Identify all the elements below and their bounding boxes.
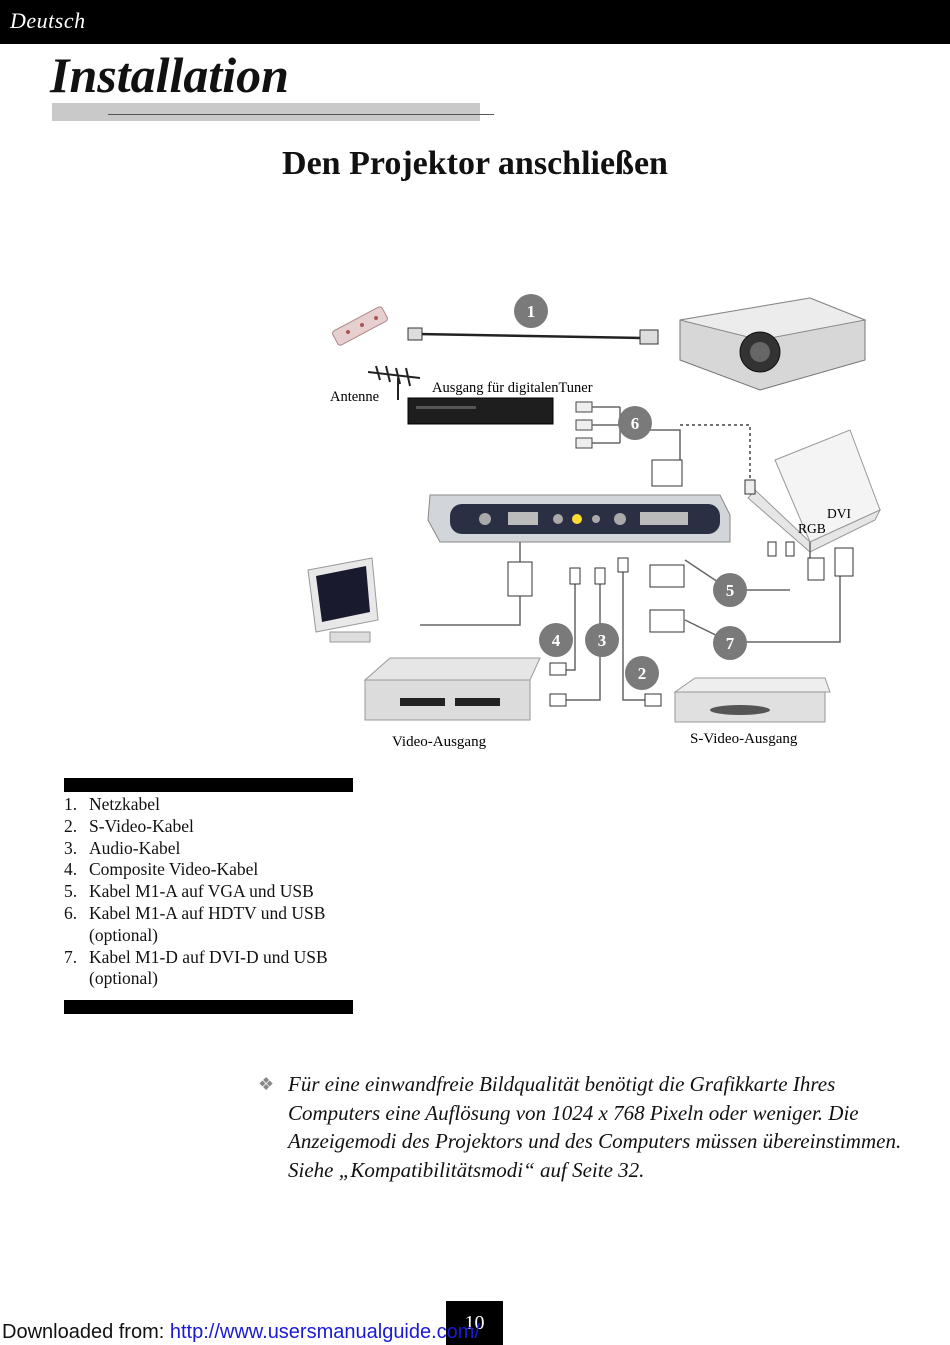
tuner-rca-plugs xyxy=(575,401,593,449)
label-svideo-output: S-Video-Ausgang xyxy=(690,731,798,747)
projector-image xyxy=(679,297,867,391)
list-item: 6.Kabel M1-A auf HDTV und USB (optional) xyxy=(64,902,326,945)
rca-plug-a xyxy=(569,567,581,585)
svideo-plug xyxy=(617,557,629,573)
language-label: Deutsch xyxy=(10,8,86,33)
marker-3: 3 xyxy=(585,623,619,657)
power-cable xyxy=(417,332,641,340)
cable-list: 1.Netzkabel 2.S-Video-Kabel 3.Audio-Kabe… xyxy=(64,794,364,990)
marker-5: 5 xyxy=(713,573,747,607)
label-tuner-output: Ausgang für digitalenTuner xyxy=(432,380,593,396)
page-number: 10 xyxy=(446,1301,503,1345)
marker-6: 6 xyxy=(618,406,652,440)
svg-text:1: 1 xyxy=(527,302,536,321)
power-plug-right xyxy=(639,329,659,345)
svg-text:3: 3 xyxy=(598,631,607,650)
marker-4: 4 xyxy=(539,623,573,657)
marker-1: 1 xyxy=(514,294,548,328)
m1-plug-top xyxy=(649,564,685,588)
list-item: 4.Composite Video-Kabel xyxy=(64,859,259,880)
list-item: 3.Audio-Kabel xyxy=(64,837,181,858)
monitor-image xyxy=(307,557,379,643)
legend-bottom-bar xyxy=(64,1000,353,1014)
download-prefix: Downloaded from: xyxy=(2,1321,170,1343)
note-block: ❖ Für eine einwandfreie Bildqualität ben… xyxy=(258,1070,908,1184)
svg-text:5: 5 xyxy=(726,581,735,600)
m1-plug-bottom xyxy=(649,609,685,633)
dvi-plug xyxy=(834,547,854,577)
download-footer: Downloaded from: http://www.usersmanualg… xyxy=(2,1321,480,1344)
label-antenna: Antenne xyxy=(330,389,379,405)
svg-text:7: 7 xyxy=(726,634,735,653)
rgb-plug xyxy=(807,557,825,581)
header-bar: Deutsch xyxy=(0,0,950,44)
marker-7: 7 xyxy=(713,626,747,660)
list-item: 1.Netzkabel xyxy=(64,794,160,814)
rca-plug-b xyxy=(594,567,606,585)
rca-plug-vcr-bottom xyxy=(549,693,567,707)
label-rgb: RGB xyxy=(798,521,826,536)
dvd-player-image xyxy=(673,677,831,723)
svg-text:2: 2 xyxy=(638,664,647,683)
marker-2: 2 xyxy=(625,656,659,690)
section-title: Den Projektor anschließen xyxy=(282,145,668,182)
title-rule xyxy=(108,114,494,115)
svg-text:4: 4 xyxy=(552,631,561,650)
connector-panel-image xyxy=(427,494,731,543)
page-title: Installation xyxy=(50,47,289,103)
download-link[interactable]: http://www.usersmanualguide.com/ xyxy=(169,1321,481,1343)
legend-top-bar xyxy=(64,778,353,792)
digital-tuner-image xyxy=(407,397,554,425)
rca-plug-vcr-top xyxy=(549,662,567,676)
svideo-plug-dvd xyxy=(644,693,662,707)
label-dvi: DVI xyxy=(827,506,851,521)
vcr-image xyxy=(363,657,541,721)
title-underline-bar xyxy=(52,103,480,121)
note-bullet-icon: ❖ xyxy=(258,1074,275,1094)
connection-diagram: Antenne Ausgang für digitalenTuner DVI R… xyxy=(307,294,882,750)
power-plug-left xyxy=(407,327,423,341)
note-text: Für eine einwandfreie Bildqualität benöt… xyxy=(288,1072,902,1182)
list-item: 5.Kabel M1-A auf VGA und USB xyxy=(64,881,314,902)
laptop-image xyxy=(747,429,882,553)
power-strip-image xyxy=(332,306,388,346)
label-video-output: Video-Ausgang xyxy=(392,734,487,750)
vga-plug-monitor xyxy=(507,561,533,597)
list-item: 7.Kabel M1-D auf DVI-D und USB (optional… xyxy=(64,946,328,989)
vga-plug-top xyxy=(651,459,683,487)
antenna-image xyxy=(367,365,421,400)
list-item: 2.S-Video-Kabel xyxy=(64,815,194,836)
svg-text:6: 6 xyxy=(631,414,640,433)
